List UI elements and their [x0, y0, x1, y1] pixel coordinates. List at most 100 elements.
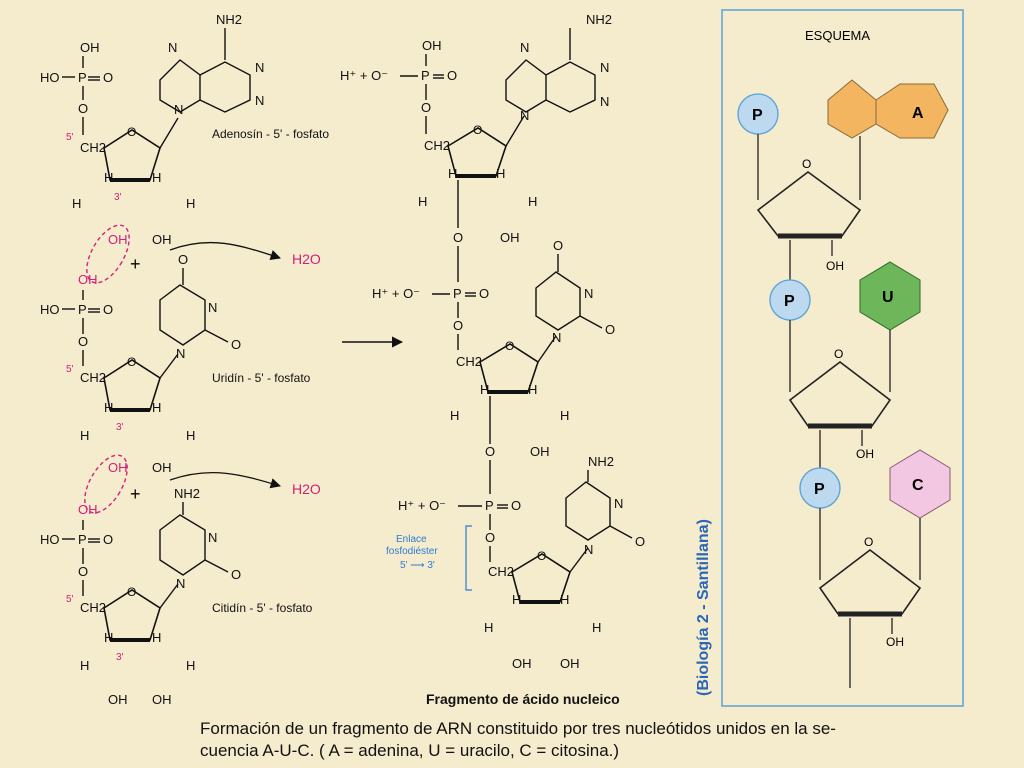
plus-sign: + [130, 484, 141, 504]
svg-text:O: O [127, 585, 136, 599]
svg-text:O: O [127, 355, 136, 369]
oh3-label: OH [108, 692, 128, 707]
svg-text:H: H [80, 428, 89, 443]
oxygen-link-label: O [78, 564, 88, 579]
svg-text:H: H [104, 170, 113, 185]
oxygen-link-label: O [421, 100, 431, 115]
oxygen-link-label: O [78, 101, 88, 116]
h-label: H [450, 408, 459, 423]
pyrimidine-hex-icon [859, 261, 921, 331]
adenosine-phosphate-molecule: OH HO P O O 5' CH2 O N NH2 N N N Adenosí… [40, 12, 329, 247]
adenosine-label: Adenosín - 5' - fosfato [212, 127, 329, 141]
nh2-label: NH2 [174, 486, 200, 501]
oxygen-label: O [103, 532, 113, 547]
carbonyl-o2-label: O [231, 337, 241, 352]
oxygen-link-label: O [485, 444, 495, 459]
scheme-o-label: O [802, 157, 811, 171]
svg-text:N: N [552, 330, 561, 345]
oh-label: OH [78, 502, 98, 517]
oh3-label: OH [108, 460, 128, 475]
svg-text:H: H [72, 196, 81, 211]
svg-text:H: H [104, 630, 113, 645]
carbonyl-o-label: O [178, 252, 188, 267]
h-label: H [484, 620, 493, 635]
phosphate-label: P [752, 107, 763, 124]
ch2-label: CH2 [80, 600, 106, 615]
oh-label: OH [512, 656, 532, 671]
scheme-title: ESQUEMA [805, 28, 870, 43]
h-label: H [560, 408, 569, 423]
svg-text:N: N [600, 94, 609, 109]
phosphorus-label: P [78, 302, 87, 317]
svg-text:N: N [584, 542, 593, 557]
svg-text:H: H [186, 658, 195, 673]
h-label: H [496, 166, 505, 181]
uridine-label: Uridín - 5' - fosfato [212, 371, 311, 385]
purine-hex-icon [827, 79, 877, 139]
oh-label: OH [78, 272, 98, 287]
condensation-link-2: + H2O [84, 454, 321, 514]
cytidine-label: Citidín - 5' - fosfato [212, 601, 313, 615]
oh3-label: OH [108, 232, 128, 247]
svg-text:O: O [537, 549, 546, 563]
svg-text:H: H [186, 428, 195, 443]
phosphorus-label: P [485, 498, 494, 513]
svg-text:H: H [152, 400, 161, 415]
c3-label: 3' [116, 422, 124, 433]
svg-text:N: N [176, 576, 185, 591]
h-label: H [448, 166, 457, 181]
oxygen-label: O [103, 302, 113, 317]
base-a-label: A [912, 105, 924, 122]
phosphorus-label: P [421, 68, 430, 83]
svg-text:O: O [127, 125, 136, 139]
caption-line-1: Formación de un fragmento de ARN constit… [200, 719, 836, 738]
ho-label: HO [40, 70, 60, 85]
svg-text:O: O [505, 339, 514, 353]
phosphorus-label: P [78, 70, 87, 85]
oh-label: OH [422, 38, 442, 53]
purine-pentagon-icon [875, 83, 949, 139]
h-label: H [528, 382, 537, 397]
pyrimidine-hex-icon [889, 449, 951, 519]
oh-label: OH [80, 40, 100, 55]
oxygen-link-label: O [453, 230, 463, 245]
ch2-label: CH2 [488, 564, 514, 579]
ring-n-label: N [208, 300, 217, 315]
oxygen-label: O [479, 286, 489, 301]
water-product: H2O [292, 251, 321, 267]
c3-label: 3' [114, 192, 122, 203]
caption-line-2: cuencia A-U-C. ( A = adenina, U = uracil… [200, 741, 620, 760]
bond-label: Enlace [396, 534, 427, 545]
ch2-label: CH2 [456, 354, 482, 369]
h-plus-label: H⁺ + O⁻ [340, 68, 388, 83]
scheme-o-label: O [834, 347, 843, 361]
c3-label: 3' [116, 652, 124, 663]
figure-caption: Formación de un fragmento de ARN constit… [200, 718, 920, 762]
water-product: H2O [292, 481, 321, 497]
oxygen-link-label: O [485, 530, 495, 545]
h-label: H [418, 194, 427, 209]
oxygen-label: O [447, 68, 457, 83]
nh2-label: NH2 [588, 454, 614, 469]
c5-label: 5' [66, 364, 74, 375]
svg-text:N: N [520, 40, 529, 55]
ch2-label: CH2 [80, 370, 106, 385]
scheme-nucleotide-c: P C O OH [799, 449, 951, 688]
condensation-link-1: + H2O [86, 224, 321, 284]
fragment-title: Fragmento de ácido nucleico [426, 691, 620, 707]
nh2-label: NH2 [586, 12, 612, 27]
source-credit: (Biología 2 - Santillana) [695, 519, 712, 696]
oh-label: OH [560, 656, 580, 671]
scheme-o-label: O [864, 535, 873, 549]
h-plus-label: H⁺ + O⁻ [372, 286, 420, 301]
carbonyl-o-label: O [553, 238, 563, 253]
scheme-oh-label: OH [886, 635, 904, 649]
ho-label: HO [40, 302, 60, 317]
ch2-label: CH2 [80, 140, 106, 155]
svg-text:O: O [635, 534, 645, 549]
oxygen-label: O [103, 70, 113, 85]
ch2-label: CH2 [424, 138, 450, 153]
svg-text:H: H [186, 196, 195, 211]
